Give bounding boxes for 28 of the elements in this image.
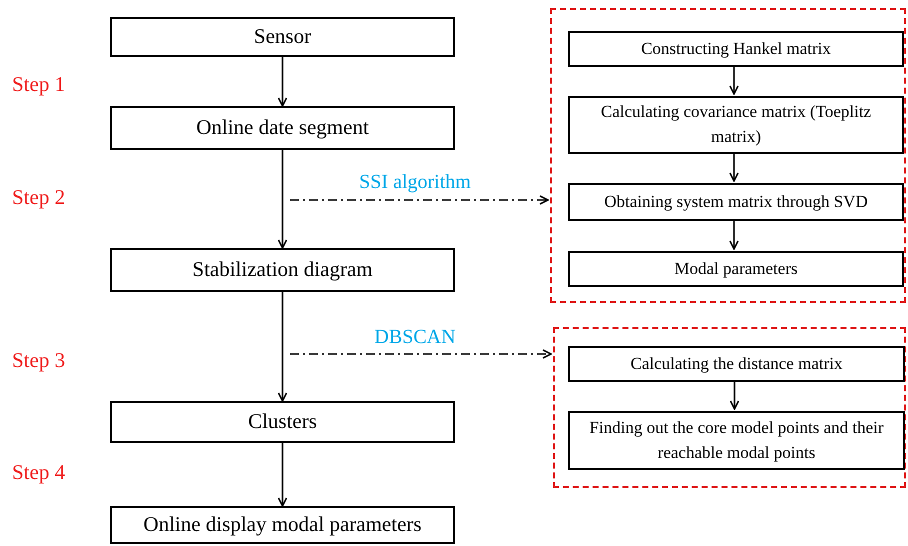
process-box: Online display modal parameters xyxy=(110,506,455,544)
arrow xyxy=(278,443,288,507)
arrow xyxy=(729,65,739,95)
arrow xyxy=(278,57,288,107)
process-box: Obtaining system matrix through SVD xyxy=(568,183,904,221)
process-box: Modal parameters xyxy=(568,251,904,287)
dash-dot-arrow xyxy=(290,195,549,205)
step-label: Step 4 xyxy=(12,460,66,485)
dashed-group-frame xyxy=(553,327,906,488)
step-label: Step 1 xyxy=(12,72,66,97)
process-box: Calculating the distance matrix xyxy=(568,346,905,382)
step-label: Step 3 xyxy=(12,348,66,373)
process-box: Sensor xyxy=(110,17,455,57)
process-box: Clusters xyxy=(110,401,455,443)
process-box: Calculating covariance matrix (Toeplitz matrix) xyxy=(568,96,904,154)
arrow xyxy=(278,292,288,402)
arrow xyxy=(278,150,288,249)
arrow xyxy=(729,152,739,182)
process-box: Stabilization diagram xyxy=(110,248,455,292)
process-box: Online date segment xyxy=(110,106,455,150)
process-box: Finding out the core model points and their reachable modal points xyxy=(568,411,905,470)
dashed-group-frame xyxy=(550,8,906,303)
dash-dot-arrow xyxy=(290,349,552,359)
arrow xyxy=(729,219,739,250)
process-box: Constructing Hankel matrix xyxy=(568,31,904,67)
step-label: Step 2 xyxy=(12,185,66,210)
edge-label: SSI algorithm xyxy=(357,171,473,194)
arrow xyxy=(730,380,740,410)
